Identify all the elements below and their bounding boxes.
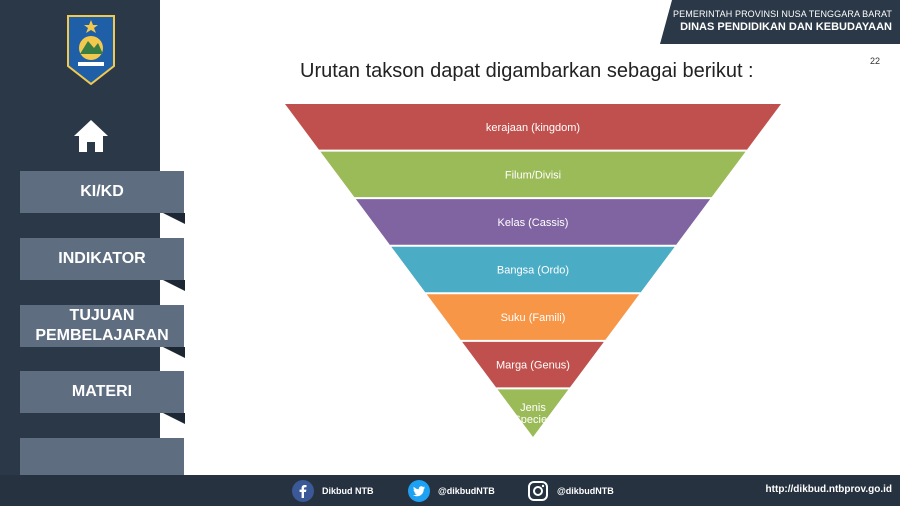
slide-heading: Urutan takson dapat digambarkan sebagai … (300, 60, 754, 82)
pyramid-layer-label: kerajaan (kingdom) (486, 122, 580, 134)
sidebar-item-tujuan-pembelajaran[interactable]: TUJUAN PEMBELAJARAN (20, 305, 185, 358)
home-icon[interactable] (73, 119, 109, 153)
facebook-icon (292, 479, 314, 502)
footer: Dikbud NTB @dikbudNTB @dikbudNTB http://… (0, 475, 900, 506)
website-url[interactable]: http://dikbud.ntbprov.go.id (765, 484, 892, 495)
instagram-link[interactable]: @dikbudNTB (527, 475, 614, 506)
pyramid-layer (285, 104, 781, 150)
twitter-icon (408, 479, 430, 502)
pyramid-layer-label: Suku (Famili) (501, 312, 566, 324)
pyramid-layer (462, 341, 604, 388)
instagram-icon (528, 480, 548, 501)
twitter-label: @dikbudNTB (438, 485, 495, 496)
page-number: 22 (870, 56, 881, 66)
pyramid-layer (391, 246, 675, 293)
instagram-label: @dikbudNTB (557, 485, 614, 496)
pyramid-layer-label: Filum/Divisi (505, 169, 561, 181)
institution-line-2: DINAS PENDIDIKAN DAN KEBUDAYAAN (680, 21, 892, 33)
pyramid-layer (320, 151, 746, 198)
sidebar-item-label: MATERI (71, 383, 133, 400)
facebook-link[interactable]: Dikbud NTB (292, 475, 374, 506)
institution-banner: PEMERINTAH PROVINSI NUSA TENGGARA BARAT … (660, 0, 900, 44)
pyramid-layer-label: Bangsa (Ordo) (497, 265, 569, 277)
sidebar-item-label: KI/KD (80, 183, 124, 200)
pyramid-layer-label: Jenis (520, 402, 546, 414)
pyramid-layer (355, 199, 711, 245)
sidebar-item-materi[interactable]: MATERI (20, 371, 185, 424)
institution-line-1: PEMERINTAH PROVINSI NUSA TENGGARA BARAT (673, 9, 892, 19)
pyramid-layer (497, 389, 569, 437)
ntb-province-emblem-icon (67, 15, 115, 86)
pyramid-layer (426, 294, 640, 340)
sidebar-item-label: INDIKATOR (58, 250, 146, 267)
pyramid-layer-label: (Species) (510, 414, 556, 426)
sidebar-item-indikator[interactable]: INDIKATOR (20, 238, 185, 291)
sidebar-item-ki-kd[interactable]: KI/KD (20, 171, 185, 224)
twitter-link[interactable]: @dikbudNTB (408, 475, 495, 506)
facebook-label: Dikbud NTB (322, 485, 374, 496)
pyramid-layer-label: Marga (Genus) (496, 360, 570, 372)
pyramid-layer-label: Kelas (Cassis) (498, 217, 569, 229)
sidebar-item-label: TUJUAN PEMBELAJARAN (35, 307, 169, 344)
